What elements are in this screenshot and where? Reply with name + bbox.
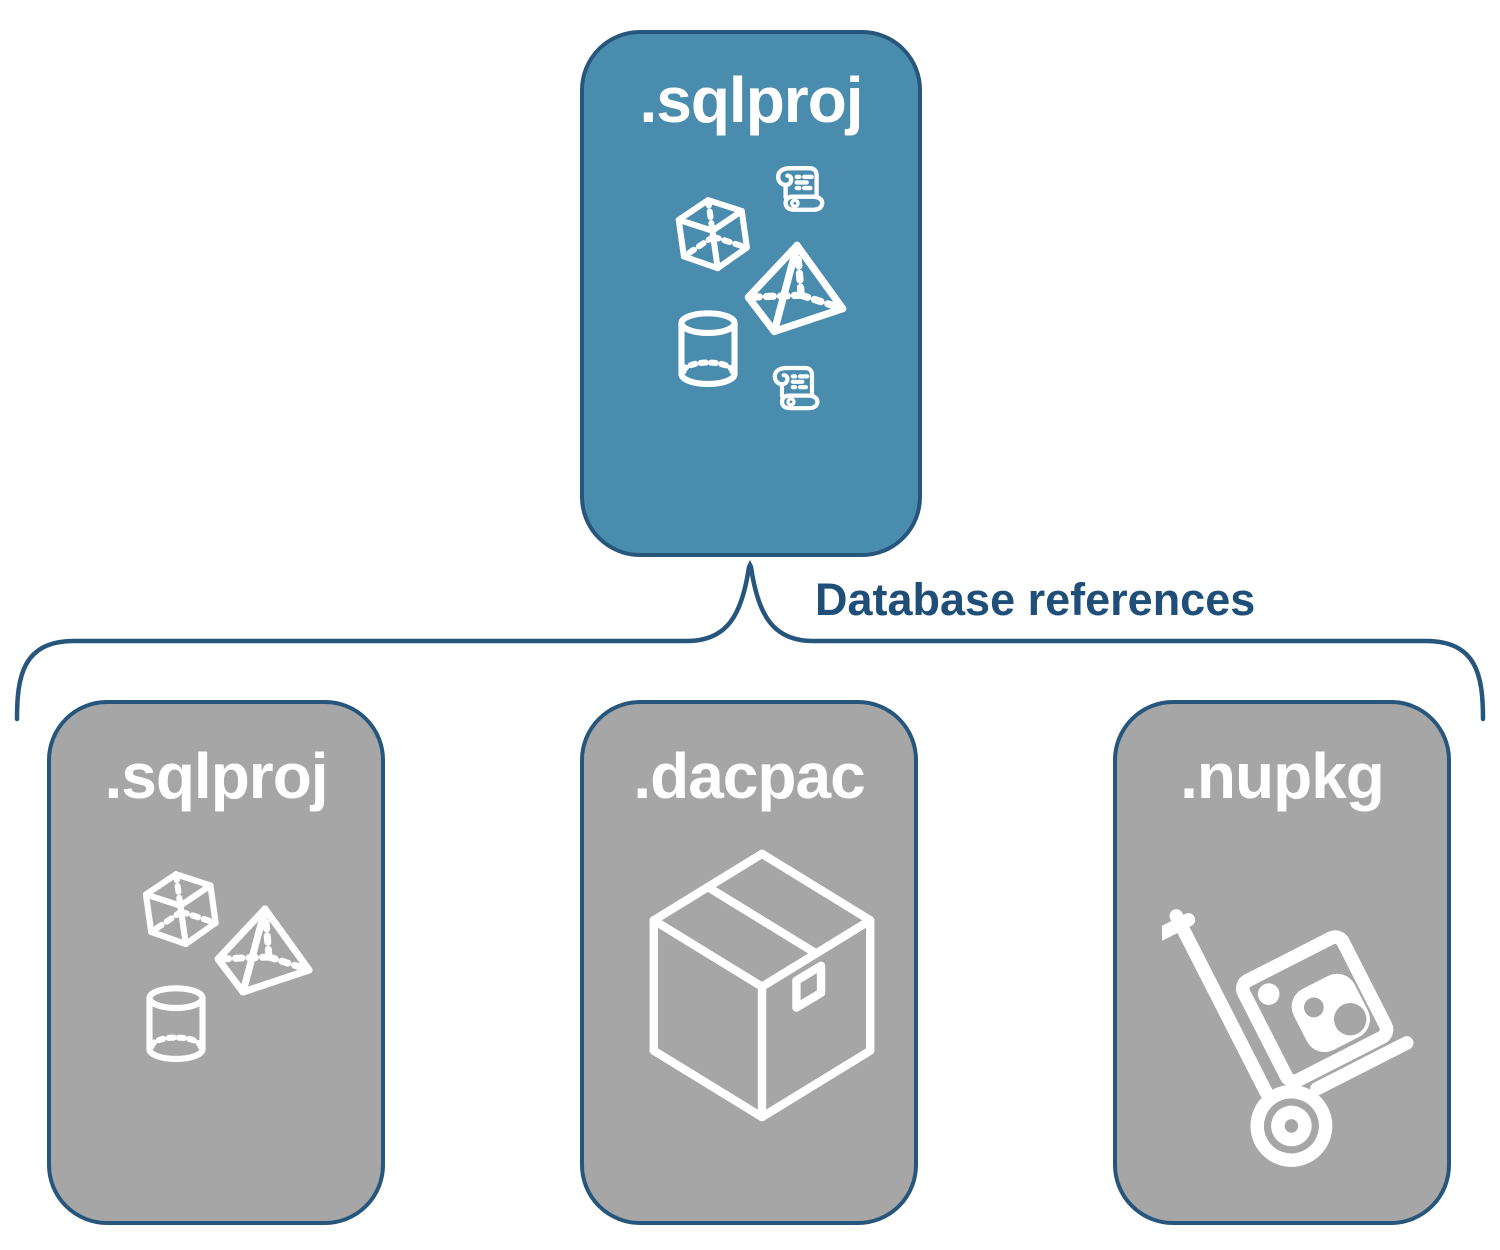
package-box-icon [639,840,885,1126]
sql-script-scroll-icon [764,362,824,422]
pyramid-icon [738,238,852,342]
child-node-nupkg: .nupkg [1113,700,1451,1225]
pyramid-icon [208,902,318,1002]
connector-label: Database references [815,574,1256,625]
root-node-label: .sqlproj [639,64,863,136]
nuget-hand-truck-icon [1162,849,1432,1179]
database-cylinder-icon [674,306,742,396]
database-cylinder-icon [142,982,210,1070]
child-node-dacpac: .dacpac [580,700,918,1225]
child-node-sqlproj: .sqlproj [47,700,385,1225]
sql-script-scroll-icon [767,162,829,224]
brace-connector [14,559,1486,722]
child-node-label: .dacpac [633,740,865,812]
child-node-label: .sqlproj [104,740,328,812]
root-node-sqlproj: .sqlproj [580,30,922,557]
child-node-label: .nupkg [1180,740,1385,812]
